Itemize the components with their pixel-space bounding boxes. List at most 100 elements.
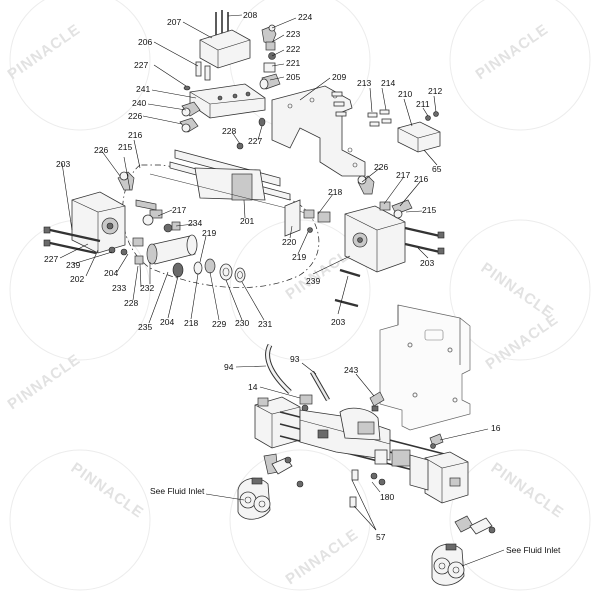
- callout-labels-top: 208 224 207 206 223 222 221 227 205 209 …: [44, 10, 442, 332]
- fluid-inlet-right: [431, 515, 496, 586]
- callout-label: 14: [248, 382, 258, 392]
- callout-label: 226: [374, 162, 388, 172]
- oring-227-mid: [258, 117, 266, 127]
- cylinder-rod-201: [149, 149, 311, 215]
- watermark-text: PINNACLE: [473, 21, 552, 83]
- seal-stack: [172, 258, 246, 283]
- end-cap-right: [344, 205, 406, 273]
- sensor-bracket-220: [284, 199, 331, 237]
- fitting-16: [429, 433, 444, 449]
- screws-206: [195, 61, 211, 81]
- tie-rod-screws-right: [334, 226, 445, 308]
- callout-label: 215: [422, 205, 436, 215]
- callout-label: 217: [396, 170, 410, 180]
- end-cap-202: [71, 191, 126, 254]
- callout-label: 203: [56, 159, 70, 169]
- callout-label: 226: [94, 145, 108, 155]
- hose-94: [265, 343, 292, 394]
- callout-label: 217: [172, 205, 186, 215]
- callout-label: 216: [414, 174, 428, 184]
- callout-label: 218: [184, 318, 198, 328]
- callout-label: 94: [224, 362, 234, 372]
- callout-label: 234: [188, 218, 202, 228]
- callout-label: 218: [328, 187, 342, 197]
- callout-label: 243: [344, 365, 358, 375]
- callout-label: 16: [491, 423, 501, 433]
- callout-label: 93: [290, 354, 300, 364]
- callout-label: 221: [286, 58, 300, 68]
- callout-label: 239: [66, 260, 80, 270]
- elbow-fitting-224: [261, 24, 277, 45]
- callout-labels-bottom: 94 93 243 14 16 180 57 See Fluid Inlet S…: [150, 354, 561, 555]
- fitting-221: [263, 62, 276, 73]
- fittings-215-217-left: [135, 199, 163, 226]
- mounting-bracket-209: [271, 85, 366, 177]
- watermark-text: PINNACLE: [283, 526, 362, 588]
- see-fluid-inlet-note-right: See Fluid Inlet: [506, 545, 561, 555]
- tube-93: [310, 370, 330, 402]
- exploded-assembly-top: 208 224 207 206 223 222 221 227 205 209 …: [43, 10, 445, 332]
- bolts-180: [370, 472, 386, 486]
- callout-label: 220: [282, 237, 296, 247]
- callout-label: 239: [306, 276, 320, 286]
- callout-label: 233: [112, 283, 126, 293]
- callout-label: 215: [118, 142, 132, 152]
- manifold-241: [189, 83, 266, 119]
- watermark-text: PINNACLE: [488, 459, 567, 521]
- watermark-text: PINNACLE: [478, 259, 557, 321]
- callout-label: 227: [44, 254, 58, 264]
- callout-label: 224: [298, 12, 312, 22]
- leader-lines-top: [59, 14, 438, 324]
- switch-block-210: [397, 121, 441, 153]
- callout-label: 202: [70, 274, 84, 284]
- fitting-223: [265, 41, 276, 51]
- callout-label: 222: [286, 44, 300, 54]
- callout-label: 209: [332, 72, 346, 82]
- elbow-fitting-240: [181, 101, 201, 117]
- fittings-215-217-right: [379, 199, 413, 219]
- callout-label: 216: [128, 130, 142, 140]
- callout-label: 201: [240, 216, 254, 226]
- fitting-14: [299, 394, 313, 412]
- callout-label: 219: [292, 252, 306, 262]
- callout-label: 230: [235, 318, 249, 328]
- watermark-layer: PINNACLE PINNACLE PINNACLE PINNACLE PINN…: [5, 0, 591, 591]
- pump-body: [254, 396, 469, 504]
- watermark-text: PINNACLE: [68, 459, 147, 521]
- callout-label: 204: [104, 268, 118, 278]
- callout-label: 205: [286, 72, 300, 82]
- callout-label: 211: [416, 99, 430, 109]
- callout-label: 214: [381, 78, 395, 88]
- fitting-211-212: [425, 111, 439, 121]
- callout-label: 227: [248, 136, 262, 146]
- callout-label: 57: [376, 532, 386, 542]
- callout-label: 235: [138, 322, 152, 332]
- fitting-205: [259, 73, 281, 90]
- leader-lines-bottom: [205, 362, 505, 567]
- fitting-243: [369, 391, 385, 412]
- callout-label: 180: [380, 492, 394, 502]
- watermark-text: PINNACLE: [5, 351, 84, 413]
- elbow-fitting-226: [179, 117, 199, 133]
- callout-label: 228: [124, 298, 138, 308]
- callout-label: 213: [357, 78, 371, 88]
- callout-label: 227: [134, 60, 148, 70]
- callout-label: 204: [160, 317, 174, 327]
- elbow-fitting-226-right: [357, 175, 375, 195]
- screws-57: [296, 469, 359, 508]
- valve-block-207: [199, 29, 251, 69]
- callout-label: 240: [132, 98, 146, 108]
- oring-227-top: [183, 85, 191, 91]
- callout-label: 232: [140, 283, 154, 293]
- callout-label: 223: [286, 29, 300, 39]
- fluid-inlet-left: [237, 453, 293, 520]
- callout-label: 219: [202, 228, 216, 238]
- callout-label: 207: [167, 17, 181, 27]
- assembly-path-line: [122, 164, 320, 288]
- callout-label: 228: [222, 126, 236, 136]
- screws-213-214: [367, 109, 392, 127]
- callout-label: 206: [138, 37, 152, 47]
- elbow-fitting-226-left: [117, 171, 135, 191]
- callout-label: 212: [428, 86, 442, 96]
